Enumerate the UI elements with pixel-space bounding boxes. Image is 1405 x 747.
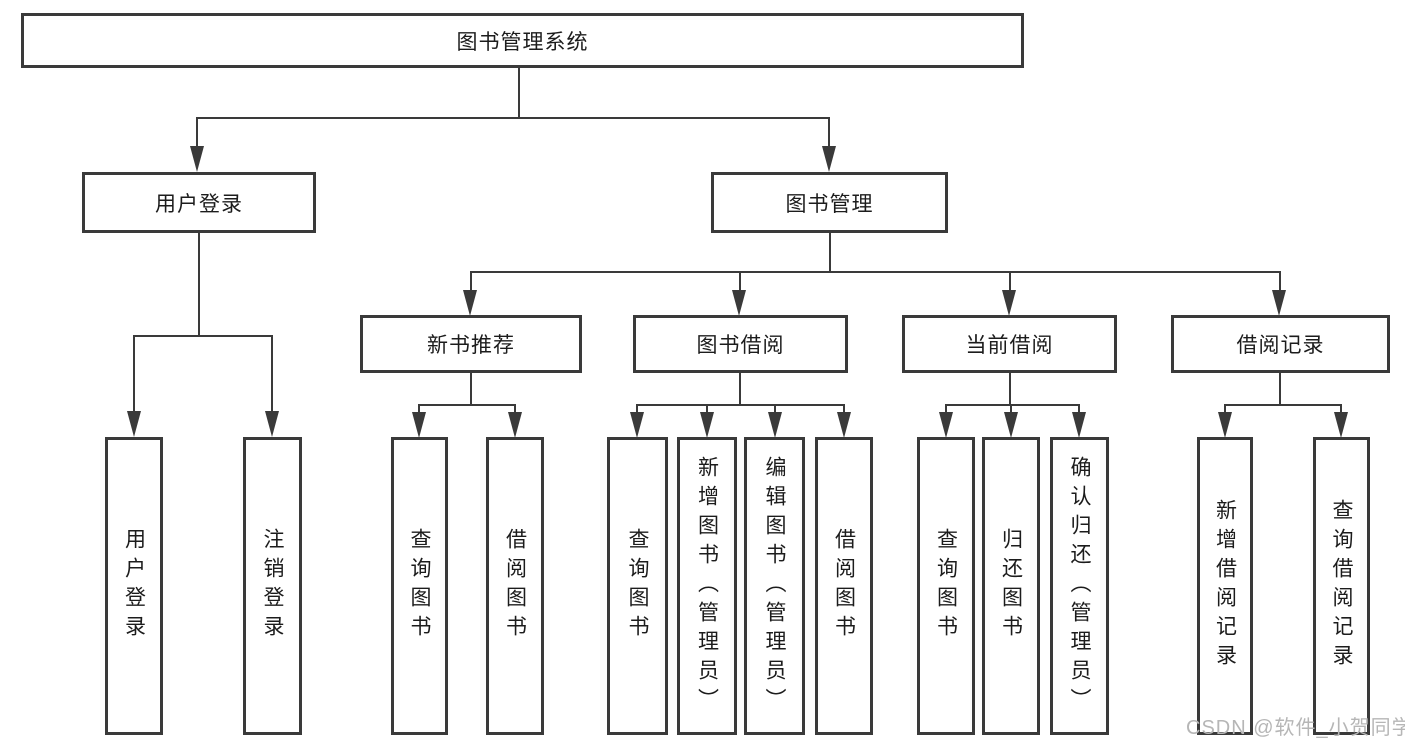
- node-new-book-recommend: 新书推荐: [360, 315, 582, 373]
- connector-nb-query-drop: [418, 404, 420, 414]
- node-cb-return-books: 归还图书: [982, 437, 1040, 735]
- node-br-query-record-label: 查询借阅记录: [1330, 499, 1353, 673]
- arrowhead-bb-add-books: [700, 412, 714, 438]
- node-nb-borrow-books: 借阅图书: [486, 437, 544, 735]
- connector-current-borrow-drop: [1009, 271, 1011, 292]
- node-user-login: 用户登录: [82, 172, 316, 233]
- node-new-book-recommend-label: 新书推荐: [427, 334, 515, 357]
- node-bb-add-books-admin-label: 新增图书（管理员）: [695, 455, 719, 717]
- node-nb-query-books-label: 查询图书: [408, 528, 431, 644]
- connector-nb-borrow-drop: [514, 404, 516, 414]
- connector-nb-stub: [470, 373, 472, 405]
- connector-cb-stub: [1009, 373, 1011, 405]
- node-current-borrow-label: 当前借阅: [965, 334, 1054, 357]
- connector-bb-borrow-drop: [843, 404, 845, 414]
- node-bb-borrow-books-label: 借阅图书: [832, 528, 856, 644]
- arrowhead-borrow-records: [1272, 290, 1286, 316]
- connector-user-login-action-drop: [133, 335, 135, 413]
- node-cb-confirm-return-admin: 确认归还（管理员）: [1050, 437, 1109, 735]
- arrowhead-book-borrow: [732, 290, 746, 316]
- arrowhead-br-query-record: [1334, 412, 1348, 438]
- node-book-borrow: 图书借阅: [633, 315, 848, 373]
- node-nb-borrow-books-label: 借阅图书: [503, 528, 527, 644]
- connector-user-login-hline: [133, 335, 273, 337]
- node-book-borrow-label: 图书借阅: [696, 334, 785, 357]
- arrowhead-br-add-record: [1218, 412, 1232, 438]
- node-bb-borrow-books: 借阅图书: [815, 437, 873, 735]
- node-borrow-records-label: 借阅记录: [1236, 334, 1325, 357]
- connector-br-add-drop: [1224, 404, 1226, 414]
- node-bb-edit-books-admin: 编辑图书（管理员）: [744, 437, 805, 735]
- arrowhead-book-management: [822, 146, 836, 172]
- arrowhead-nb-borrow-books: [508, 412, 522, 438]
- arrowhead-nb-query-books: [412, 412, 426, 438]
- connector-book-management-hline: [470, 271, 1281, 273]
- arrowhead-bb-edit-books: [768, 412, 782, 438]
- node-bb-query-books-label: 查询图书: [626, 528, 649, 644]
- node-nb-query-books: 查询图书: [391, 437, 448, 735]
- connector-user-login-drop: [196, 117, 198, 149]
- arrowhead-new-book-recommend: [463, 290, 477, 316]
- node-current-borrow: 当前借阅: [902, 315, 1117, 373]
- node-user-login-action-label: 用户登录: [122, 528, 146, 644]
- arrowhead-cb-return-books: [1004, 412, 1018, 438]
- arrowhead-user-login-action: [127, 411, 141, 437]
- connector-book-management-stub: [829, 233, 831, 272]
- connector-new-book-drop: [470, 271, 472, 292]
- node-user-login-label: 用户登录: [155, 192, 243, 216]
- connector-cb-confirm-drop: [1078, 404, 1080, 414]
- node-br-add-record: 新增借阅记录: [1197, 437, 1253, 735]
- node-cb-confirm-return-admin-label: 确认归还（管理员）: [1068, 455, 1091, 717]
- csdn-watermark: CSDN @软件_小贺同学: [1186, 717, 1405, 739]
- node-book-management-label: 图书管理: [785, 192, 874, 216]
- connector-nb-hline: [418, 404, 516, 406]
- connector-user-login-stub: [198, 233, 200, 336]
- connector-book-borrow-drop: [739, 271, 741, 292]
- connector-bb-edit-drop: [774, 404, 776, 414]
- node-logout-action-label: 注销登录: [261, 528, 284, 644]
- arrowhead-bb-query-books: [630, 412, 644, 438]
- connector-book-management-drop: [828, 117, 830, 149]
- node-user-login-action: 用户登录: [105, 437, 163, 735]
- arrowhead-logout: [265, 411, 279, 437]
- node-bb-query-books: 查询图书: [607, 437, 668, 735]
- node-bb-edit-books-admin-label: 编辑图书（管理员）: [763, 455, 786, 717]
- node-book-management: 图书管理: [711, 172, 948, 233]
- connector-bb-add-drop: [706, 404, 708, 414]
- connector-bb-stub: [739, 373, 741, 405]
- arrowhead-cb-confirm-return: [1072, 412, 1086, 438]
- node-cb-return-books-label: 归还图书: [999, 528, 1023, 644]
- node-cb-query-books: 查询图书: [917, 437, 975, 735]
- arrowhead-bb-borrow-books: [837, 412, 851, 438]
- arrowhead-current-borrow: [1002, 290, 1016, 316]
- node-root-label: 图书管理系统: [456, 30, 589, 54]
- connector-cb-hline: [945, 404, 1080, 406]
- connector-borrow-records-drop: [1279, 271, 1281, 292]
- node-logout-action: 注销登录: [243, 437, 302, 735]
- connector-root-hline: [196, 117, 830, 119]
- node-root: 图书管理系统: [21, 13, 1024, 68]
- node-cb-query-books-label: 查询图书: [934, 528, 958, 644]
- connector-br-stub: [1279, 373, 1281, 405]
- connector-bb-hline: [636, 404, 845, 406]
- arrowhead-user-login: [190, 146, 204, 172]
- connector-br-hline: [1224, 404, 1342, 406]
- node-br-query-record: 查询借阅记录: [1313, 437, 1370, 735]
- connector-root-stub: [518, 68, 520, 118]
- arrowhead-cb-query-books: [939, 412, 953, 438]
- connector-logout-drop: [271, 335, 273, 413]
- node-borrow-records: 借阅记录: [1171, 315, 1390, 373]
- connector-br-query-drop: [1340, 404, 1342, 414]
- connector-cb-query-drop: [945, 404, 947, 414]
- connector-cb-return-drop: [1010, 404, 1012, 414]
- node-br-add-record-label: 新增借阅记录: [1213, 499, 1237, 673]
- connector-bb-query-drop: [636, 404, 638, 414]
- node-bb-add-books-admin: 新增图书（管理员）: [677, 437, 737, 735]
